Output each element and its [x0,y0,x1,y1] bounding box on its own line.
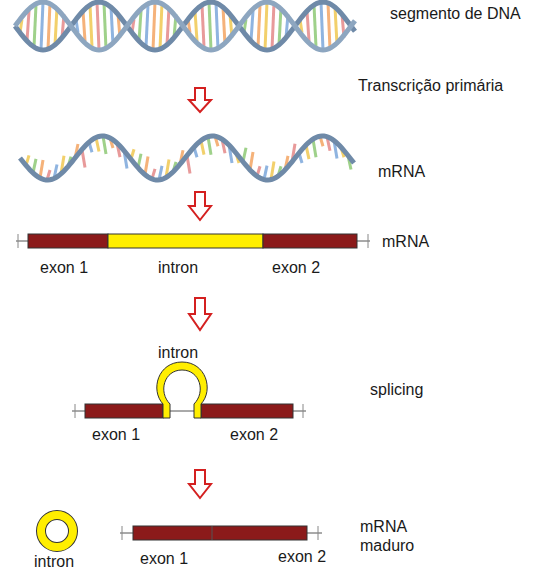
pre-mrna-bar [16,234,370,248]
label: exon 2 [230,425,278,444]
process-arrows [189,88,211,498]
label: exon 2 [272,258,320,277]
label: mRNA [382,232,429,251]
label: exon 2 [278,547,326,566]
label: intron [34,552,74,571]
label: exon 1 [140,549,188,568]
label: mRNA [378,162,425,181]
mature-mrna-bar [120,526,322,540]
label: Transcrição primária [358,76,503,95]
label: splicing [370,380,423,399]
label: exon 1 [40,258,88,277]
splicing-bar [72,362,306,418]
mrna-strand [20,136,354,180]
dna-helix [15,2,355,50]
label: exon 1 [92,425,140,444]
label: intron [158,258,198,277]
label: segmento de DNA [390,4,521,23]
intron-loop [41,515,73,547]
label: mRNA maduro [360,517,420,555]
label: intron [158,343,198,362]
